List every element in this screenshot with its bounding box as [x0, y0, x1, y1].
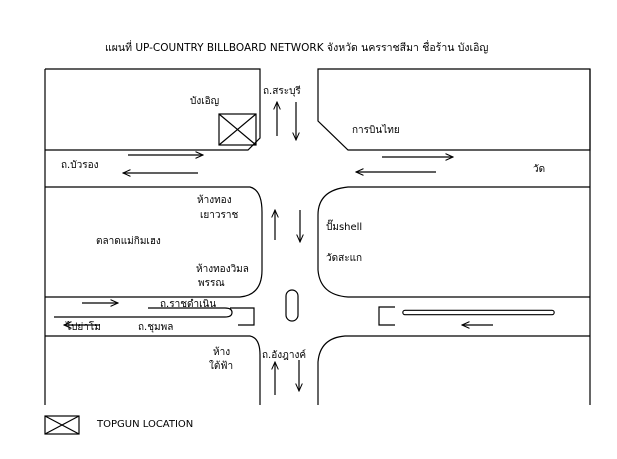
label-road-angkarn: ถ.อังฎางค์	[262, 349, 306, 361]
label-gold-wimon-1: ห้างทองวิมล	[196, 263, 249, 275]
label-road-chumphon: ถ.ชุมพล	[138, 322, 173, 333]
shop-location-icon	[218, 113, 257, 146]
label-road-saraburi: ถ.สระบุรี	[263, 85, 301, 97]
label-temple: วัด	[533, 164, 545, 175]
median-island	[285, 289, 299, 322]
label-road-ratchadamnoen: ถ.ราชดำเนิน	[160, 299, 216, 310]
map-title: แผนที่ UP-COUNTRY BILLBOARD NETWORK จังห…	[105, 40, 488, 54]
crossed-box-icon	[44, 415, 80, 435]
legend: TOPGUN LOCATION	[44, 415, 193, 435]
road-outline	[44, 68, 591, 405]
label-gold-wimon-2: พรรณ	[198, 278, 225, 289]
bracket-lane-east	[378, 306, 395, 326]
uturn-lane-west	[54, 307, 233, 318]
label-shop: บังเอิญ	[190, 96, 219, 107]
label-gold-yaowarat-1: ห้างทอง	[197, 194, 232, 206]
traffic-arrows	[64, 102, 493, 395]
label-to-yamo: ไปย่าโม	[65, 320, 101, 333]
label-thai-airways: การบินไทย	[352, 124, 400, 136]
label-wat-sakae: วัดสะแก	[326, 253, 362, 264]
label-dept-1: ห้าง	[213, 346, 230, 358]
bracket-lane-west	[230, 307, 255, 326]
label-road-buarong: ถ.บัวรอง	[61, 160, 99, 171]
label-market: ตลาดแม่กิมเฮง	[96, 236, 161, 247]
label-dept-2: ใต้ฟ้า	[209, 360, 233, 372]
label-pump-shell: ปั๊มshell	[326, 219, 362, 233]
legend-label: TOPGUN LOCATION	[96, 419, 193, 430]
label-gold-yaowarat-2: เยาวราช	[200, 210, 238, 221]
